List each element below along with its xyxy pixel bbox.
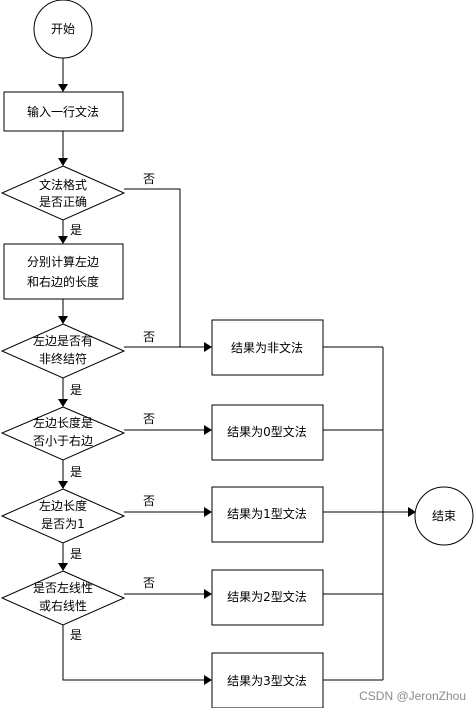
arrowhead-to-result1 [204,507,212,517]
decision-check-shorter-line1: 左边长度是 [33,415,93,430]
arrowhead-to-result-non [204,342,212,352]
node-result-0: 结果为0型文法 [211,404,324,461]
arrowhead-to-end [408,507,416,517]
arrowheads [58,84,416,685]
label-nonterminal-yes: 是 [70,383,82,397]
decision-check-one-line1: 左边长度 [39,498,87,513]
node-input: 输入一行文法 [3,91,124,132]
decision-check-format: 文法格式 是否正确 [0,165,126,221]
label-shorter-no: 否 [143,412,155,426]
label-format-yes: 是 [70,223,82,237]
label-linear-yes: 是 [70,628,82,642]
node-end-label: 结束 [432,509,456,523]
decision-check-one-line2: 是否为1 [41,517,85,531]
node-result-non-label: 结果为非文法 [231,340,303,355]
arrowhead-to-input [58,84,68,92]
decision-check-shorter-line2: 否小于右边 [33,433,93,448]
node-end: 结束 [414,486,474,546]
node-start: 开始 [33,0,93,59]
arrowhead-to-result0 [204,425,212,435]
label-one-yes: 是 [70,547,82,561]
edge-format-no [124,188,181,347]
decision-check-nonterminal: 左边是否有 非终结符 [0,323,126,379]
node-calc-length: 分别计算左边 和右边的长度 [3,243,124,300]
decision-check-format-line2: 是否正确 [39,195,87,209]
node-calc-length-line2: 和右边的长度 [27,274,99,289]
node-calc-length-line1: 分别计算左边 [27,254,99,269]
arrowhead-to-check-one [58,481,68,489]
node-result-non: 结果为非文法 [211,319,324,376]
arrowhead-to-result3 [204,675,212,685]
node-result-1-label: 结果为1型文法 [227,506,307,521]
arrowhead-to-result2 [204,589,212,599]
decision-check-linear-line2: 或右线性 [39,598,87,613]
node-start-label: 开始 [51,22,75,36]
node-input-label: 输入一行文法 [27,104,99,119]
label-shorter-yes: 是 [70,465,82,479]
label-format-no: 否 [143,172,155,186]
arrowhead-to-check-nonterminal [58,316,68,324]
decision-check-shorter: 左边长度是 否小于右边 [0,406,126,461]
arrowhead-to-check-format [58,158,68,166]
arrowhead-to-check-linear [58,563,68,571]
branch-labels: 否 是 否 是 否 是 否 是 否 是 [70,172,155,642]
edge-check-linear-result3 [62,625,204,681]
decision-check-linear-line1: 是否左线性 [33,580,93,595]
decision-check-nonterminal-line1: 左边是否有 [33,333,93,348]
node-result-0-label: 结果为0型文法 [227,424,307,439]
node-result-3: 结果为3型文法 [211,652,324,708]
label-linear-no: 否 [143,576,155,590]
decision-check-format-line1: 文法格式 [39,177,87,192]
label-one-no: 否 [143,494,155,508]
node-result-2-label: 结果为2型文法 [227,589,307,604]
node-result-3-label: 结果为3型文法 [227,673,307,688]
decision-check-one: 左边长度 是否为1 [0,488,126,544]
arrowhead-to-check-shorter [58,399,68,407]
decision-check-linear: 是否左线性 或右线性 [0,570,126,626]
node-result-1: 结果为1型文法 [211,486,324,543]
watermark-text: CSDN @JeronZhou [359,689,466,703]
decision-check-nonterminal-line2: 非终结符 [39,351,87,366]
connectors [62,58,408,681]
node-result-2: 结果为2型文法 [211,569,324,626]
arrowhead-to-calc [58,236,68,244]
label-nonterminal-no: 否 [143,330,155,344]
